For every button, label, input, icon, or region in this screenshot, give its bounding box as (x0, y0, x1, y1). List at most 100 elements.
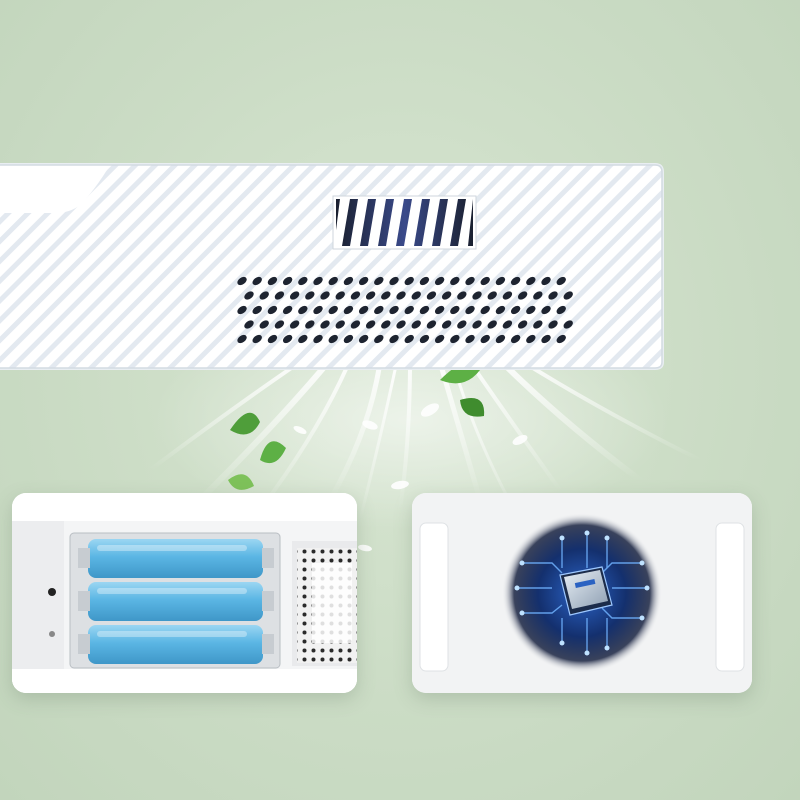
vent-hole (404, 334, 414, 344)
vent-hole (389, 276, 399, 286)
vent-hole (389, 334, 399, 344)
vent-hole (465, 334, 475, 344)
perforated-vent (237, 276, 573, 344)
microchip-icon (514, 530, 650, 656)
vent-hole (502, 291, 513, 300)
vent-hole (274, 320, 285, 329)
vent-hole (526, 276, 536, 286)
vent-hole (396, 291, 406, 300)
vent-hole (510, 276, 521, 286)
vent-hole (374, 305, 384, 315)
vent-hole (510, 334, 521, 344)
vent-hole (533, 291, 543, 300)
vent-hole (244, 320, 254, 329)
vent-hole (563, 320, 573, 329)
vent-hole (465, 276, 475, 286)
vent-hole (267, 334, 278, 344)
vent-hole (419, 334, 430, 344)
vent-hole (289, 320, 300, 329)
vent-hole (495, 305, 506, 315)
vent-hole (548, 320, 558, 329)
vent-hole (563, 291, 573, 300)
vent-hole (358, 305, 369, 315)
vent-hole (556, 305, 566, 315)
vent-hole (365, 291, 376, 300)
vent-hole (313, 334, 323, 344)
vent-hole (335, 320, 345, 329)
vent-hole (350, 291, 361, 300)
vent-hole (434, 334, 445, 344)
vent-hole (381, 291, 391, 300)
vent-hole (358, 276, 369, 286)
vent-hole (237, 305, 247, 315)
vent-hole (396, 320, 406, 329)
vent-hole (450, 276, 460, 286)
vent-hole (495, 276, 506, 286)
vent-hole (298, 276, 308, 286)
vent-hole (502, 320, 513, 329)
vent-hole (517, 320, 528, 329)
vent-hole (328, 305, 338, 315)
battery-compartment-illustration (12, 493, 357, 693)
vent-hole (274, 291, 285, 300)
vent-hole (282, 305, 293, 315)
vent-hole (411, 320, 421, 329)
vent-hole (282, 334, 293, 344)
vent-hole (267, 305, 278, 315)
vent-hole (259, 291, 269, 300)
vent-hole (328, 276, 338, 286)
vent-hole (305, 291, 315, 300)
vent-hole (541, 276, 551, 286)
vent-hole (343, 334, 354, 344)
vent-hole (472, 291, 482, 300)
vent-hole (252, 334, 262, 344)
vent-hole (259, 320, 269, 329)
vent-hole (358, 334, 369, 344)
vent-hole (343, 305, 354, 315)
vent-hole (237, 276, 247, 286)
vent-hole (381, 320, 391, 329)
vent-hole (510, 305, 521, 315)
vent-hole (450, 334, 460, 344)
vent-hole (541, 334, 551, 344)
vent-hole (365, 320, 376, 329)
vent-hole (374, 334, 384, 344)
vent-hole (457, 291, 467, 300)
vent-hole (289, 291, 300, 300)
vent-hole (487, 291, 497, 300)
vent-hole (419, 276, 430, 286)
vent-hole (244, 291, 254, 300)
vent-hole (541, 305, 551, 315)
vent-hole (267, 276, 278, 286)
vent-hole (404, 276, 414, 286)
vent-hole (411, 291, 421, 300)
vent-hole (526, 334, 536, 344)
vent-hole (472, 320, 482, 329)
vent-hole (556, 334, 566, 344)
vent-hole (480, 334, 490, 344)
vent-hole (441, 320, 452, 329)
vent-hole (556, 276, 566, 286)
vent-hole (389, 305, 399, 315)
vent-hole (434, 305, 445, 315)
battery-icon (78, 539, 274, 664)
vent-hole (350, 320, 361, 329)
vent-hole (434, 276, 445, 286)
vent-hole (517, 291, 528, 300)
vent-hole (320, 291, 330, 300)
vent-hole (298, 305, 308, 315)
vent-hole (480, 276, 490, 286)
control-chip-inset (412, 493, 752, 693)
vent-hole (457, 320, 467, 329)
vent-hole (252, 276, 262, 286)
vent-hole (487, 320, 497, 329)
vent-hole (404, 305, 414, 315)
vent-hole (335, 291, 345, 300)
vent-hole (480, 305, 490, 315)
vent-hole (419, 305, 430, 315)
vent-hole (298, 334, 308, 344)
vent-hole (533, 320, 543, 329)
top-vent-grille (332, 195, 477, 250)
vent-hole (343, 276, 354, 286)
